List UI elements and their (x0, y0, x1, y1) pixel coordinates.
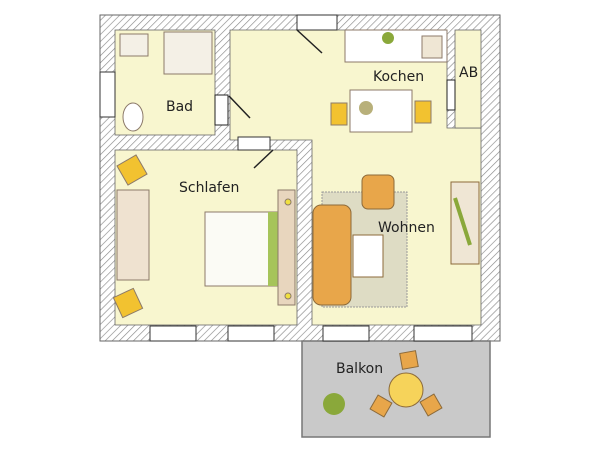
balcony-furniture (323, 350, 443, 418)
room-label-ab: AB (459, 65, 478, 81)
room-label-kochen: Kochen (373, 69, 424, 85)
kitchen-counter (344, 29, 448, 63)
windows (99, 14, 473, 342)
room-label-schlafen: Schlafen (179, 180, 239, 196)
doors (214, 29, 456, 169)
room-label-bad: Bad (166, 99, 193, 115)
ab-floor (454, 29, 482, 129)
room-label-wohnen: Wohnen (378, 220, 435, 236)
dining-table (330, 89, 432, 133)
bedroom-furniture (112, 154, 296, 319)
bathroom-fixtures (119, 31, 213, 132)
room-label-balkon: Balkon (336, 361, 383, 377)
living-furniture (312, 174, 480, 308)
